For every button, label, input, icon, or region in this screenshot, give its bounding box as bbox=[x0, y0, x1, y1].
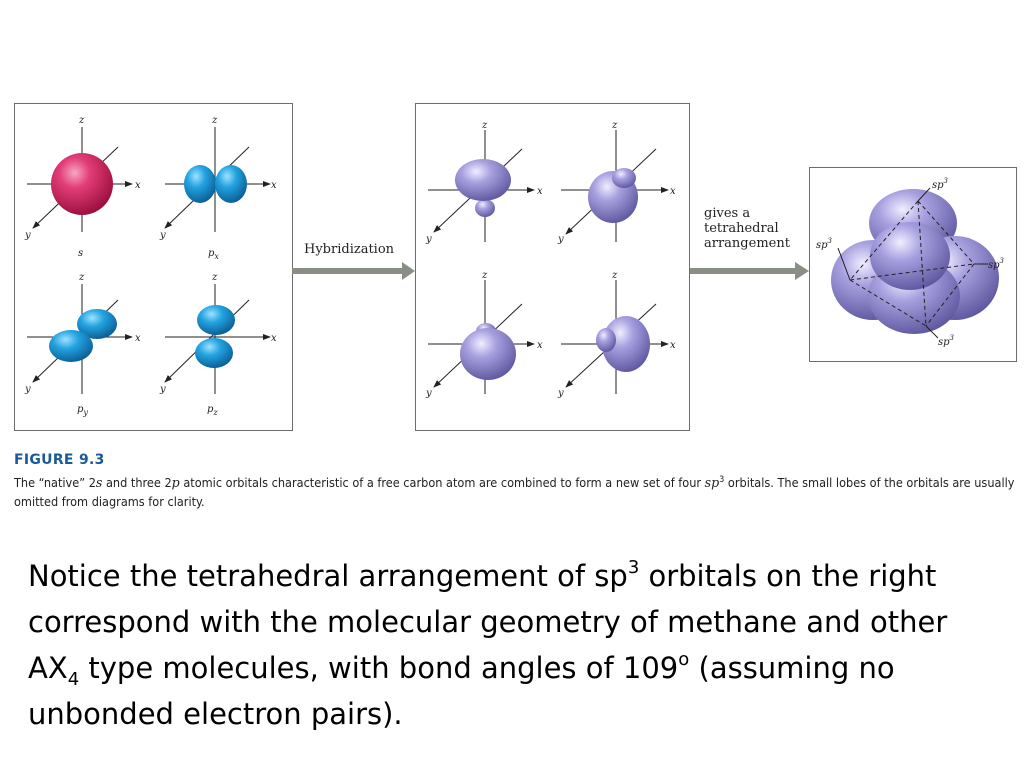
px-orbital: z x y px bbox=[159, 115, 277, 261]
svg-text:y: y bbox=[159, 230, 166, 241]
sp3-orbital-1: z x y bbox=[425, 120, 543, 245]
tetrahedral-panel: sp3 sp3 sp3 sp3 bbox=[809, 167, 1017, 362]
svg-text:y: y bbox=[425, 388, 432, 399]
svg-text:x: x bbox=[670, 186, 676, 197]
py-orbital: z x y py bbox=[24, 272, 141, 417]
svg-text:z: z bbox=[78, 115, 85, 126]
svg-text:y: y bbox=[425, 234, 432, 245]
svg-text:x: x bbox=[271, 333, 277, 344]
tetrahedral-orbitals bbox=[831, 189, 999, 334]
svg-text:x: x bbox=[537, 340, 543, 351]
sp3-label-left: sp3 bbox=[816, 237, 833, 251]
svg-text:z: z bbox=[211, 115, 218, 126]
s-orbital: z x y s bbox=[24, 115, 141, 259]
sp3-label-top: sp3 bbox=[932, 177, 949, 191]
svg-text:y: y bbox=[24, 384, 31, 395]
notice-text: Notice the tetrahedral arrangement of sp… bbox=[28, 557, 948, 732]
hybridization-label: Hybridization bbox=[304, 242, 395, 257]
svg-text:z: z bbox=[78, 272, 85, 283]
svg-text:x: x bbox=[135, 180, 141, 191]
svg-text:z: z bbox=[481, 270, 488, 281]
svg-text:z: z bbox=[481, 120, 488, 131]
tetrahedral-drawing: sp3 sp3 sp3 sp3 bbox=[816, 177, 1005, 348]
sp3-orbital-4: z x y bbox=[557, 270, 676, 399]
svg-text:z: z bbox=[611, 270, 618, 281]
hybrid-orbitals-drawing: z x y z x y z x y bbox=[425, 120, 676, 399]
sp3-orbital-3: z x y bbox=[425, 270, 543, 399]
pz-orbital-label: pz bbox=[207, 404, 218, 417]
tetrahedron-edges bbox=[849, 200, 975, 327]
native-orbitals-panel: z x y s z x y px z x y py bbox=[14, 103, 293, 431]
svg-text:z: z bbox=[211, 272, 218, 283]
svg-text:x: x bbox=[670, 340, 676, 351]
figure-caption: The “native” 2s and three 2p atomic orbi… bbox=[14, 475, 1015, 510]
svg-text:y: y bbox=[557, 234, 564, 245]
svg-text:y: y bbox=[159, 384, 166, 395]
s-orbital-label: s bbox=[78, 248, 83, 259]
native-orbitals-drawing: z x y s z x y px z x y py bbox=[24, 115, 277, 417]
svg-text:y: y bbox=[24, 230, 31, 241]
svg-text:x: x bbox=[537, 186, 543, 197]
svg-text:x: x bbox=[271, 180, 277, 191]
svg-text:y: y bbox=[557, 388, 564, 399]
svg-text:x: x bbox=[135, 333, 141, 344]
hybrid-orbitals-panel: z x y z x y z x y bbox=[415, 103, 690, 431]
figure-number: FIGURE 9.3 bbox=[14, 452, 105, 468]
sp3-orbital-2: z x y bbox=[557, 120, 676, 245]
py-orbital-label: py bbox=[77, 404, 88, 417]
sp3-label-right: sp3 bbox=[988, 257, 1005, 271]
sp3-label-bottom: sp3 bbox=[938, 334, 955, 348]
px-orbital-label: px bbox=[208, 248, 219, 261]
pz-orbital: z x y pz bbox=[159, 272, 277, 417]
tetrahedral-label: gives a tetrahedral arrangement bbox=[704, 206, 790, 251]
svg-text:z: z bbox=[611, 120, 618, 131]
